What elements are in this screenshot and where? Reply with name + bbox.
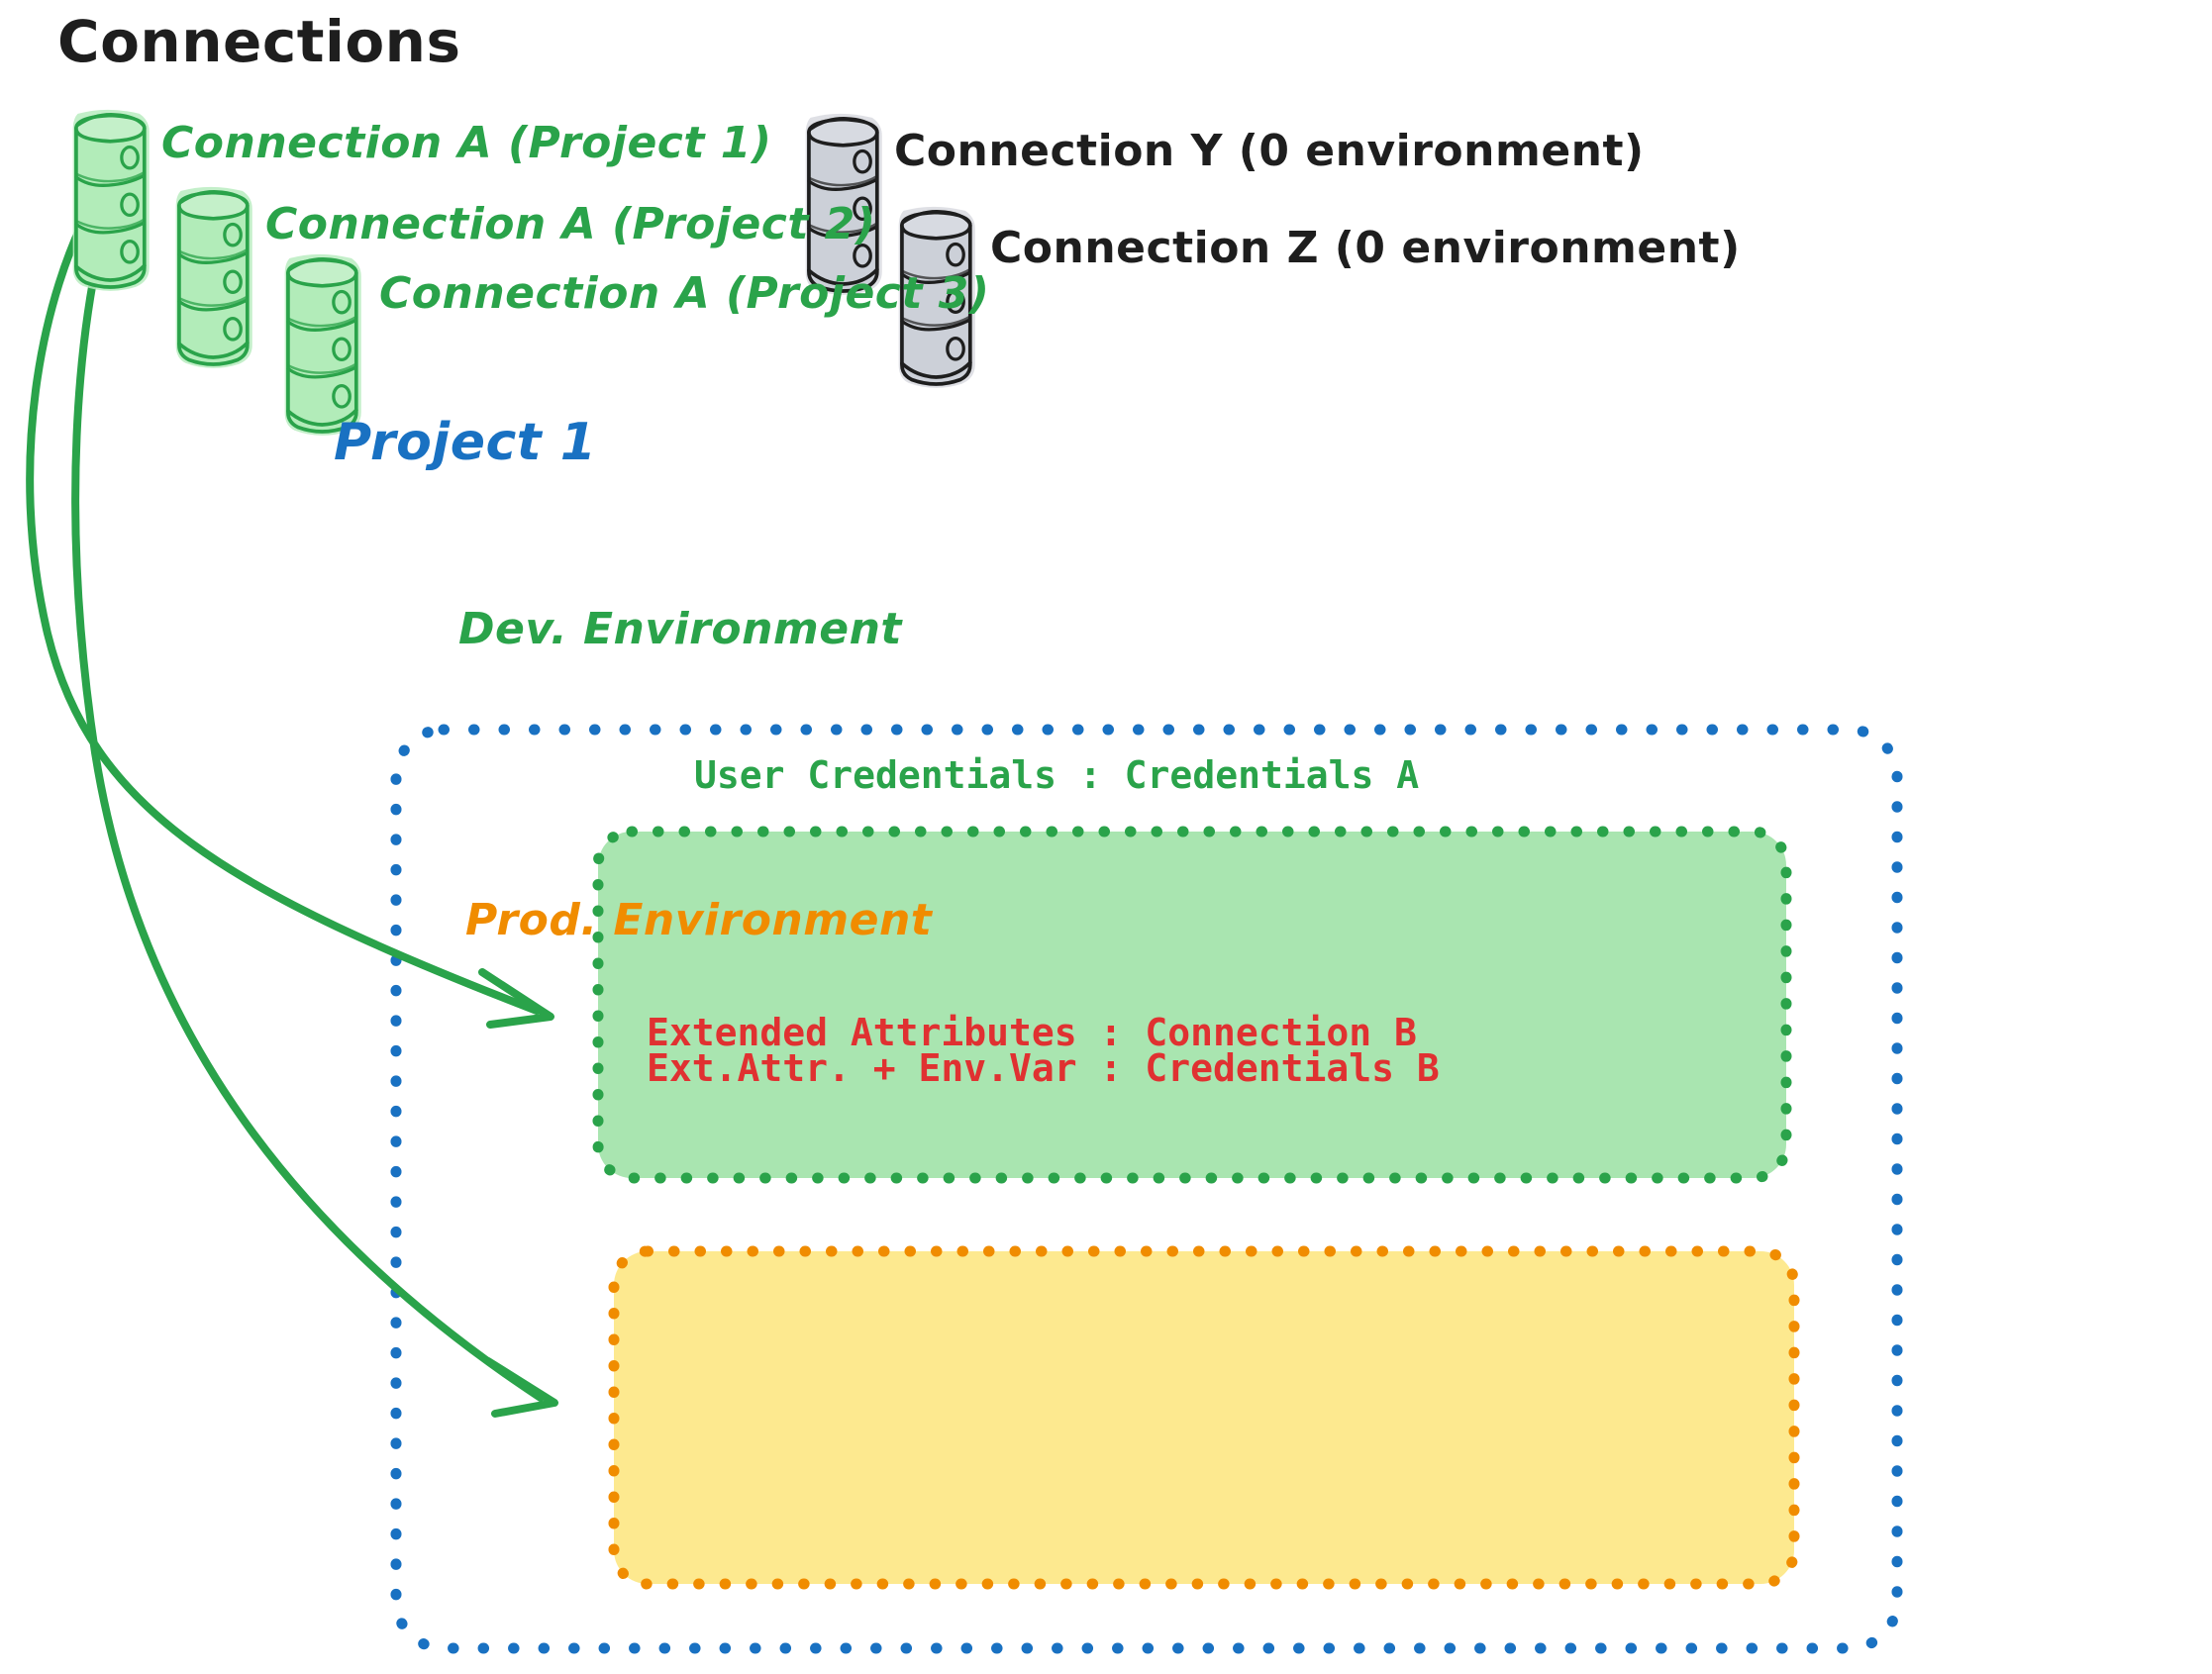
- dev-environment-entry-user-credentials: User Credentials : Credentials A: [694, 753, 1420, 797]
- project-container-border: [390, 724, 1903, 1654]
- prod-environment-box: [608, 1245, 1800, 1590]
- connection-label-a-project-2: Connection A (Project 2): [265, 199, 876, 249]
- database-cylinder-icon-connection-a-1: [70, 107, 151, 293]
- prod-environment-entry-extended-attributes: Extended Attributes : Connection B: [647, 1011, 1417, 1054]
- connection-label-z: Connection Z (0 environment): [990, 223, 1741, 273]
- project-title: Project 1: [334, 413, 597, 472]
- database-cylinder-icon-connection-a-2: [173, 184, 254, 370]
- arrow-connection-a-to-dev: [26, 192, 554, 1029]
- arrow-connection-a-to-prod: [71, 206, 558, 1418]
- page-title: Connections: [57, 8, 461, 75]
- dev-environment-title: Dev. Environment: [458, 604, 902, 654]
- connection-label-a-project-3: Connection A (Project 3): [379, 268, 990, 319]
- connection-label-y: Connection Y (0 environment): [894, 126, 1645, 176]
- connection-label-a-project-1: Connection A (Project 1): [161, 118, 772, 168]
- prod-environment-entry-ext-attr-env-var: Ext.Attr. + Env.Var : Credentials B: [647, 1046, 1440, 1090]
- prod-environment-title: Prod. Environment: [465, 895, 933, 945]
- database-cylinder-icon-connection-a-3: [282, 251, 363, 438]
- dev-environment-box: [592, 826, 1792, 1184]
